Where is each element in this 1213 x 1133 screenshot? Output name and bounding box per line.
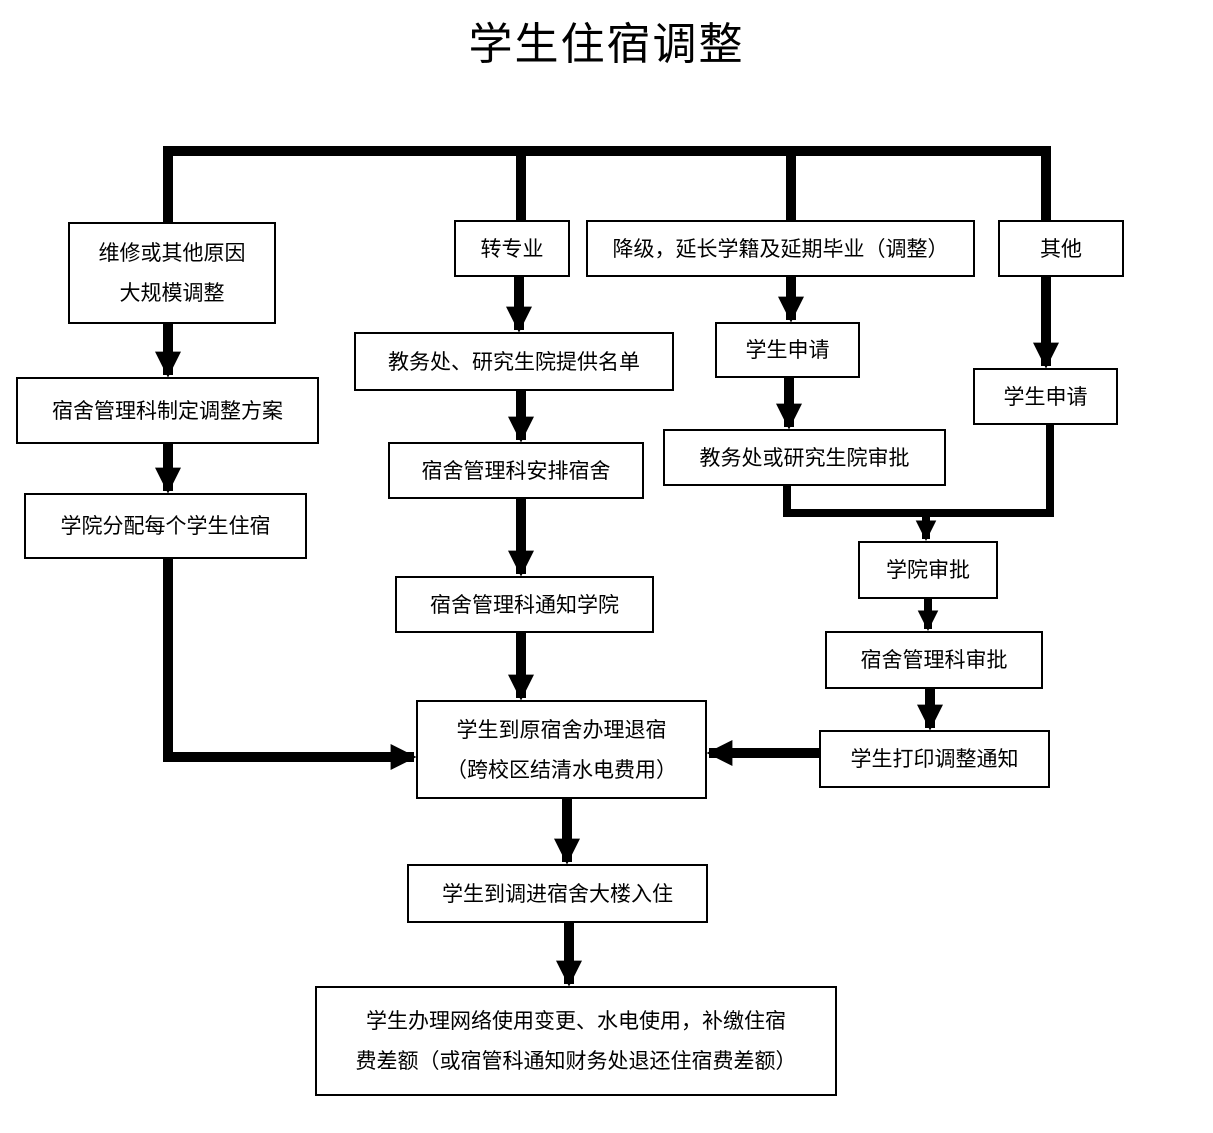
- node-student-apply-2: 学生申请: [973, 368, 1118, 425]
- node-college-approve: 学院审批: [858, 541, 998, 599]
- node-college-assign: 学院分配每个学生住宿: [24, 493, 307, 559]
- merge-line-apply: [926, 425, 1054, 517]
- node-checkout: 学生到原宿舍办理退宿 （跨校区结清水电费用）: [416, 700, 707, 799]
- node-checkout-line1: 学生到原宿舍办理退宿: [456, 717, 667, 742]
- node-student-apply-1: 学生申请: [715, 322, 860, 378]
- page-title: 学生住宿调整: [468, 19, 745, 70]
- arrow-assign-to-checkout: [163, 559, 417, 770]
- node-dorm-notify-college: 宿舍管理科通知学院: [395, 576, 654, 633]
- node-move-in: 学生到调进宿舍大楼入住: [407, 864, 708, 923]
- node-affairs-list: 教务处、研究生院提供名单: [354, 332, 674, 391]
- node-repair-reason-line2: 大规模调整: [119, 281, 225, 305]
- node-degrade-extend: 降级，延长学籍及延期毕业（调整）: [586, 220, 975, 277]
- node-checkout-line2: （跨校区结清水电费用）: [446, 757, 677, 782]
- node-dorm-plan: 宿舍管理科制定调整方案: [16, 377, 319, 444]
- node-final-line2: 费差额（或宿管科通知财务处退还住宿费差额）: [355, 1049, 797, 1073]
- node-affairs-approve: 教务处或研究生院审批: [663, 429, 946, 486]
- node-print-notice: 学生打印调整通知: [819, 730, 1050, 788]
- merge-line-affairs: [783, 486, 926, 517]
- node-other: 其他: [998, 220, 1124, 277]
- node-final: 学生办理网络使用变更、水电使用，补缴住宿费差额（或宿管科通知财务处退还住宿费差额…: [315, 986, 837, 1096]
- node-major-change: 转专业: [454, 220, 570, 277]
- node-repair-reason-line1: 维修或其他原因: [98, 241, 246, 265]
- node-final-line1: 学生办理网络使用变更、水电使用，补缴住宿: [366, 1009, 786, 1033]
- node-repair-reason: 维修或其他原因大规模调整: [68, 222, 276, 324]
- node-dorm-arrange: 宿舍管理科安排宿舍: [388, 442, 644, 499]
- node-dorm-approve: 宿舍管理科审批: [825, 631, 1043, 689]
- top-bus-line: [163, 146, 1051, 230]
